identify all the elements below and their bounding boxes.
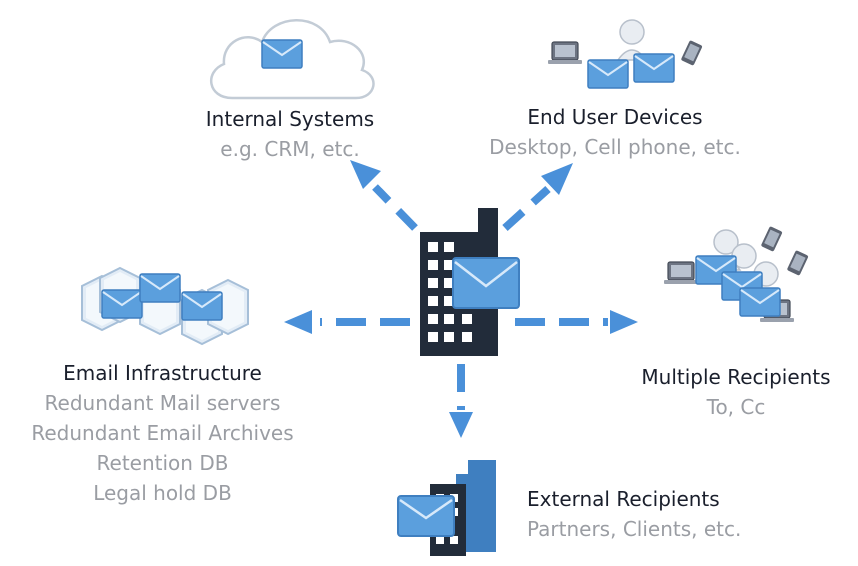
arrow-to-external-recipients	[449, 364, 473, 438]
email-infrastructure-line: Legal hold DB	[93, 481, 232, 505]
internal-systems-title: Internal Systems	[205, 107, 375, 131]
internal-systems-subtitle: e.g. CRM, etc.	[220, 137, 360, 161]
arrow-to-email-infrastructure	[284, 310, 410, 334]
recipients-icon	[663, 226, 809, 323]
multiple-recipients-subtitle: To, Cc	[706, 395, 766, 419]
external-building-icon	[397, 460, 496, 556]
arrow-to-end-user-devices	[502, 163, 573, 231]
end-user-devices-title: End User Devices	[527, 105, 703, 129]
external-recipients-subtitle: Partners, Clients, etc.	[527, 517, 742, 541]
cloud-mail-icon	[209, 19, 375, 100]
office-building-mail-icon	[420, 208, 520, 356]
external-recipients-title: External Recipients	[527, 487, 720, 511]
email-infrastructure-line: Redundant Email Archives	[31, 421, 294, 445]
email-infrastructure-title: Email Infrastructure	[63, 361, 262, 385]
arrow-to-internal-systems	[350, 160, 418, 231]
end-user-devices-subtitle: Desktop, Cell phone, etc.	[489, 135, 741, 159]
server-cluster-icon	[81, 267, 249, 345]
email-infrastructure-line: Redundant Mail servers	[44, 391, 281, 415]
devices-icon	[547, 19, 703, 89]
multiple-recipients-title: Multiple Recipients	[641, 365, 831, 389]
arrow-to-multiple-recipients	[515, 310, 638, 334]
email-infrastructure-line: Retention DB	[96, 451, 229, 475]
